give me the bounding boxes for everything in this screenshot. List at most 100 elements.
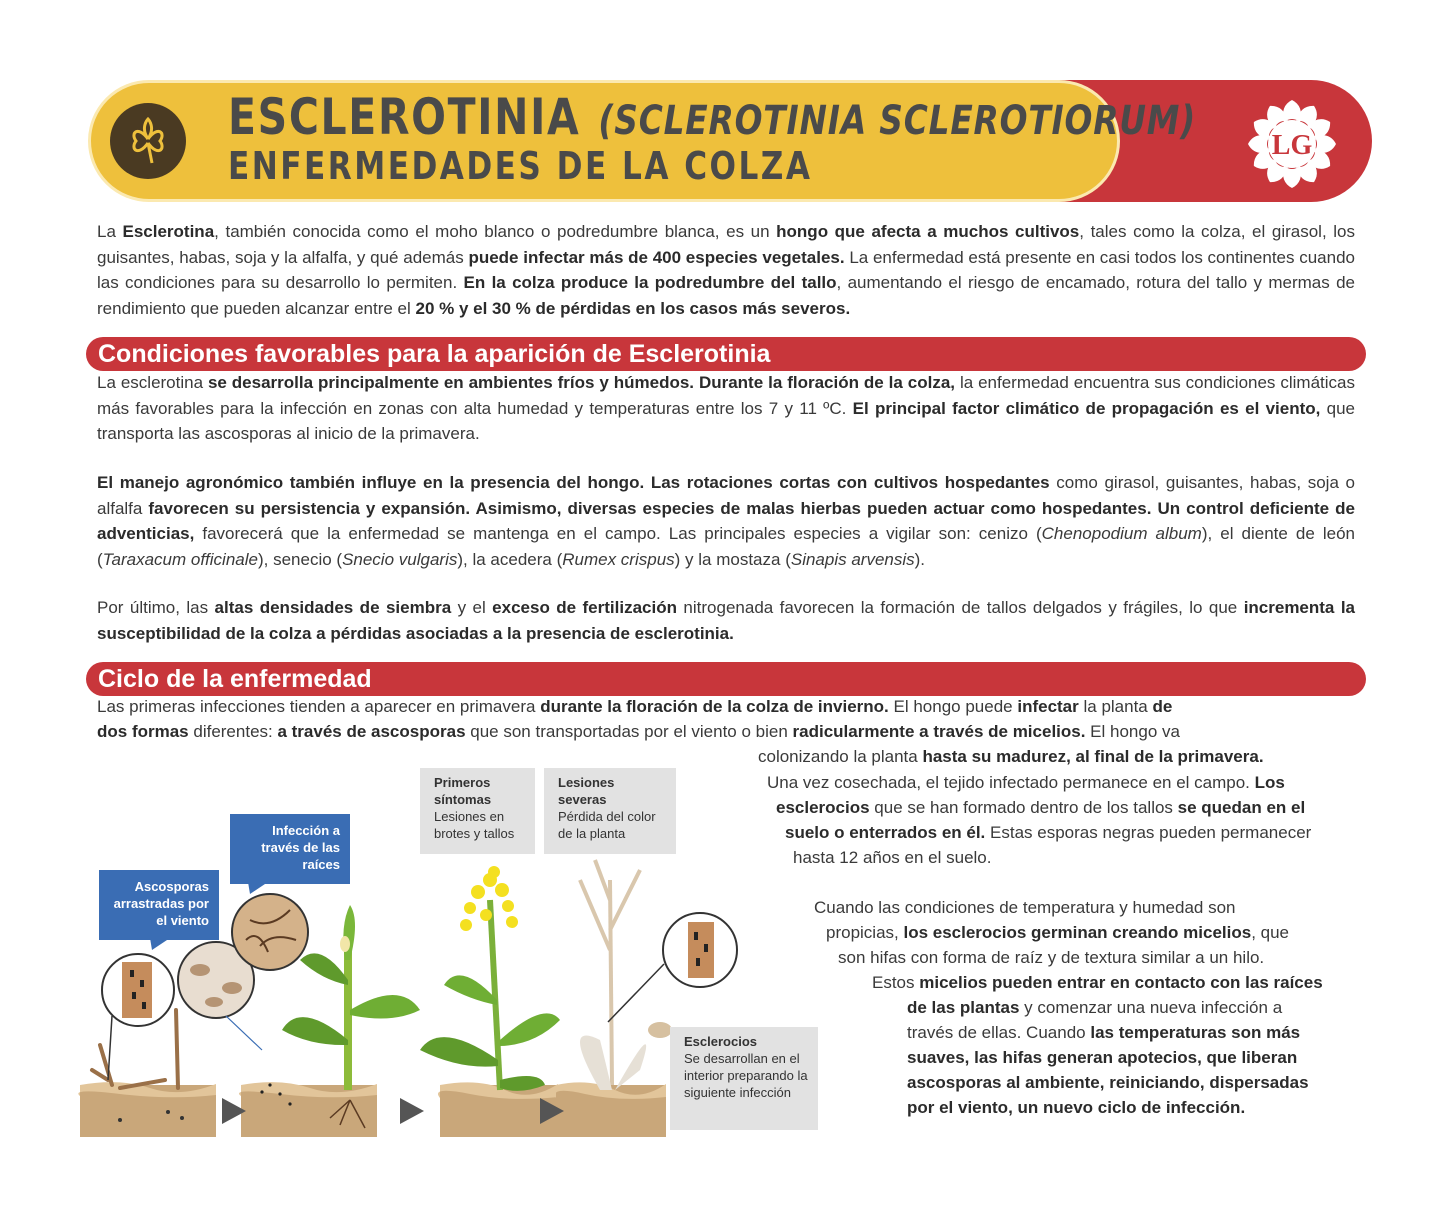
text-run: diferentes:: [188, 722, 278, 741]
cycle-arrow-icon: [400, 1098, 424, 1124]
text-run: que son transportadas por el viento o bi…: [465, 722, 793, 741]
text-run: , también conocida como el moho blanco o…: [214, 222, 777, 241]
cycle-text-line: Estos micelios pueden entrar en contacto…: [872, 970, 1323, 995]
text-run: y el: [451, 598, 493, 617]
clover-logo-icon: [110, 103, 186, 179]
text-run: Cuando las condiciones de temperatura y …: [814, 898, 1236, 917]
conditions-paragraph-1: La esclerotina se desarrolla principalme…: [97, 370, 1355, 447]
bold-text: suaves, las hifas generan apotecios, que…: [907, 1048, 1298, 1067]
bold-text: 20 % y el 30 % de pérdidas en los casos …: [415, 298, 851, 318]
text-run: , tales como la colza, el girasol, los g…: [97, 222, 1355, 267]
page-title: ESCLEROTINIA(SCLEROTINIA SCLEROTIORUM): [228, 88, 1197, 146]
svg-text:LG: LG: [1272, 130, 1313, 161]
text-run: nitrogenada favorecen la formación de ta…: [677, 598, 1244, 617]
text-run: ), el diente de león (: [97, 524, 1355, 569]
soil-block-1: [78, 1082, 216, 1137]
young-plant: [282, 905, 420, 1090]
text-run: El hongo va: [1085, 722, 1180, 741]
text-run: Estas esporas negras pueden permanecer: [985, 823, 1312, 842]
text-run: propicias,: [826, 923, 904, 942]
text-run: ), la acedera (: [457, 549, 563, 569]
text-run: ) y la mostaza (: [674, 549, 791, 569]
cycle-text-line: hasta 12 años en el suelo.: [793, 845, 991, 870]
bold-text: los esclerocios germinan creando micelio…: [903, 923, 1252, 942]
section-heading-conditions: Condiciones favorables para la aparición…: [86, 337, 1366, 371]
text-run: La: [97, 222, 123, 241]
bold-text: El manejo agronómico también influye en …: [97, 473, 1050, 492]
cycle-text-line: Una vez cosechada, el tejido infectado p…: [767, 770, 1285, 795]
text-run: favorecerá que la enfermedad se mantenga…: [194, 524, 1042, 543]
bold-text: Los: [1254, 773, 1285, 792]
logo-petal: [1314, 135, 1336, 153]
flowering-plant: [420, 866, 560, 1091]
callout-root-infection: Infección a través de las raíces: [230, 814, 350, 884]
bold-text: infectar: [1017, 697, 1079, 716]
bold-text: suelo o enterrados en él.: [785, 823, 986, 842]
cycle-arrow-icon: [540, 1098, 564, 1124]
cycle-arrow-icon: [222, 1098, 246, 1124]
text-run: través de ellas. Cuando: [907, 1023, 1091, 1042]
cycle-text-line: suaves, las hifas generan apotecios, que…: [907, 1045, 1297, 1070]
bold-text: dos formas: [97, 722, 189, 741]
bold-text: En la colza produce la podredumbre del t…: [463, 273, 837, 292]
diseased-plant: [578, 859, 642, 1086]
bold-text: exceso de fertilización: [492, 598, 677, 617]
bold-text: micelios pueden entrar en contacto con l…: [919, 973, 1323, 992]
callout-pointer: [248, 882, 268, 894]
text-run: Una vez cosechada, el tejido infectado p…: [767, 773, 1255, 792]
bold-text: esclerocios: [776, 798, 870, 817]
text-run: , aumentando el riesgo de encamado, rotu…: [97, 273, 1355, 318]
roots-magnifier: [231, 893, 309, 971]
latin-name: (SCLEROTINIA SCLEROTIORUM): [598, 98, 1197, 144]
bold-text: Esclerotina: [122, 222, 215, 241]
text-run: la enfermedad encuentra sus condiciones …: [97, 373, 1355, 418]
disease-cycle-illustration: [78, 859, 738, 1137]
conditions-paragraph-2: El manejo agronómico también influye en …: [97, 470, 1355, 572]
bold-text: se quedan en el: [1177, 798, 1306, 817]
italic-text: Taraxacum officinale: [102, 549, 258, 569]
bold-text: a través de ascosporas: [277, 722, 466, 741]
soil-block-2: [239, 1082, 377, 1137]
bold-text: El principal factor climático de propaga…: [852, 398, 1321, 418]
text-run: son hifas con forma de raíz y de textura…: [838, 948, 1265, 967]
lg-brand-logo-icon: LG: [1244, 96, 1340, 192]
bold-text: durante la floración de la colza de invi…: [540, 697, 889, 716]
cycle-text-line: ascosporas al ambiente, reiniciando, dis…: [907, 1070, 1309, 1095]
conditions-paragraph-3: Por último, las altas densidades de siem…: [97, 595, 1355, 646]
italic-text: Sinapis arvensis: [790, 549, 915, 569]
cycle-text-line: colonizando la planta hasta su madurez, …: [758, 744, 1264, 769]
logo-petal: [1307, 119, 1331, 140]
bold-text: ascosporas al ambiente, reiniciando, dis…: [907, 1073, 1309, 1092]
text-run: Por último, las: [97, 598, 215, 617]
logo-petal: [1283, 166, 1301, 188]
italic-text: Rumex crispus: [562, 549, 675, 569]
logo-petal: [1248, 135, 1270, 153]
text-run: La enfermedad está presente en casi todo…: [97, 247, 1355, 293]
cycle-text-line: de las plantas y comenzar una nueva infe…: [907, 995, 1282, 1020]
text-run: que se han formado dentro de los tallos: [869, 798, 1178, 817]
text-run: ), senecio (: [257, 549, 343, 569]
cycle-text-line: propicias, los esclerocios germinan crea…: [826, 920, 1289, 945]
bold-text: por el viento, un nuevo ciclo de infecci…: [907, 1098, 1246, 1117]
bold-text: incrementa la susceptibilidad de la colz…: [97, 598, 1355, 643]
cycle-text-line: suelo o enterrados en él. Estas esporas …: [785, 820, 1311, 845]
text-run: El hongo puede: [888, 697, 1018, 716]
soil-block-3: [438, 1082, 558, 1137]
text-run: Las primeras infecciones tienden a apare…: [97, 697, 541, 716]
logo-petal: [1253, 148, 1277, 169]
cycle-text-line: dos formas diferentes: a través de ascos…: [97, 719, 1180, 744]
bold-text: favorecen su persistencia y expansión. A…: [97, 498, 1355, 544]
callout-ascospores: Ascosporas arrastradas por el viento: [99, 870, 219, 940]
italic-text: Chenopodium album: [1041, 524, 1202, 543]
bold-text: de: [1152, 697, 1173, 716]
text-run: la planta: [1078, 697, 1153, 716]
header-banner: [88, 80, 1120, 202]
text-run: , que: [1251, 923, 1289, 942]
cycle-text-line: Las primeras infecciones tienden a apare…: [97, 694, 1172, 719]
text-run: y comenzar una nueva infección a: [1019, 998, 1283, 1017]
intro-paragraph: La Esclerotina, también conocida como el…: [97, 219, 1355, 321]
logo-petal: [1296, 159, 1317, 183]
bold-text: puede infectar más de 400 especies veget…: [468, 247, 845, 267]
